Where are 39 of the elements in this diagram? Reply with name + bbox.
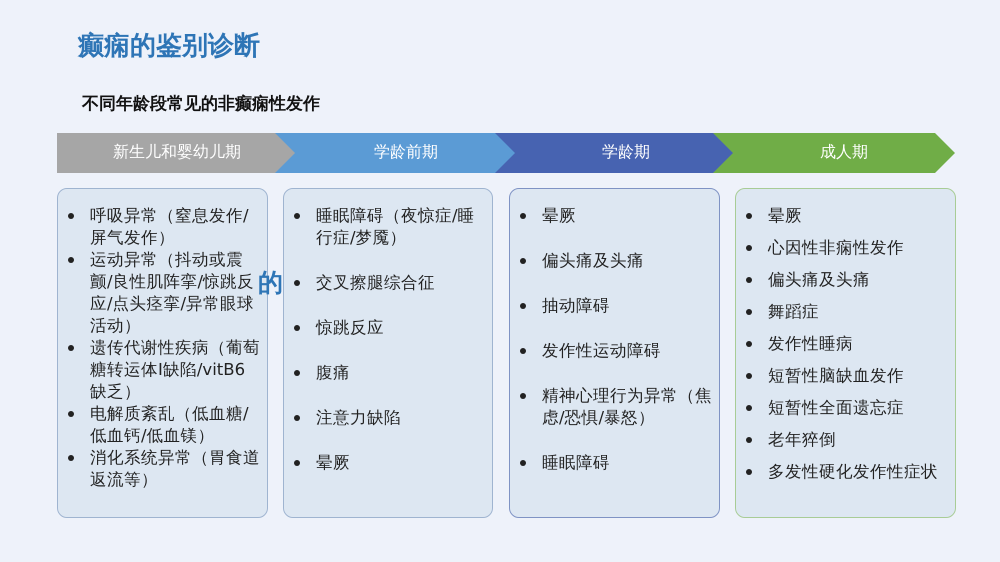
- list-item: 运动异常（抖动或震颤/良性肌阵挛/惊跳反应/点头痉挛/异常眼球活动）: [90, 250, 254, 335]
- list-item: 消化系统异常（胃食道返流等）: [90, 448, 260, 489]
- stage-label: 新生儿和婴幼儿期: [112, 142, 242, 163]
- stage-label: 学龄期: [601, 142, 651, 163]
- stage-label: 成人期: [819, 142, 869, 163]
- list-item: 老年猝倒: [768, 430, 836, 449]
- list-item: 发作性睡病: [768, 334, 853, 353]
- title: 癫痫的鉴别诊断: [78, 30, 260, 63]
- list-item: 晕厥: [768, 206, 802, 225]
- list-item: 发作性运动障碍: [542, 341, 661, 360]
- list-item: 电解质紊乱（低血糖/低血钙/低血镁）: [90, 404, 249, 445]
- stray-text: 的: [258, 267, 283, 299]
- list-item: 偏头痛及头痛: [542, 251, 644, 270]
- chevron-banner: [57, 133, 297, 173]
- stage-label: 学龄前期: [373, 142, 439, 163]
- list-item: 心因性非痫性发作: [768, 238, 904, 257]
- list-item: 精神心理行为异常（焦虑/恐惧/暴怒）: [542, 386, 712, 427]
- list-item: 晕厥: [316, 453, 350, 472]
- list-item: 交叉擦腿综合征: [316, 273, 435, 292]
- list-item: 遗传代谢性疾病（葡萄糖转运体Ⅰ缺陷/vitB6缺乏）: [90, 338, 260, 401]
- list-item: 注意力缺陷: [316, 408, 401, 427]
- list-item: 短暂性脑缺血发作: [768, 366, 904, 385]
- chevron-banner: [275, 133, 517, 173]
- list-item: 睡眠障碍: [542, 453, 610, 472]
- list-item: 晕厥: [542, 206, 576, 225]
- list-item: 惊跳反应: [316, 318, 384, 337]
- chevron-banner: [713, 133, 955, 173]
- list-item: 舞蹈症: [768, 302, 819, 321]
- subtitle: 不同年龄段常见的非癫痫性发作: [82, 93, 320, 115]
- list-item: 多发性硬化发作性症状: [768, 462, 938, 481]
- info-panel: [509, 188, 720, 518]
- list-item: 呼吸异常（窒息发作/屏气发作）: [90, 206, 249, 247]
- list-item: 腹痛: [316, 363, 350, 382]
- list-item: 睡眠障碍（夜惊症/睡行症/梦魇）: [316, 206, 475, 247]
- info-panel: [283, 188, 493, 518]
- info-panel: [735, 188, 956, 518]
- list-item: 短暂性全面遗忘症: [768, 398, 904, 417]
- list-item: 偏头痛及头痛: [768, 270, 870, 289]
- list-item: 抽动障碍: [542, 296, 610, 315]
